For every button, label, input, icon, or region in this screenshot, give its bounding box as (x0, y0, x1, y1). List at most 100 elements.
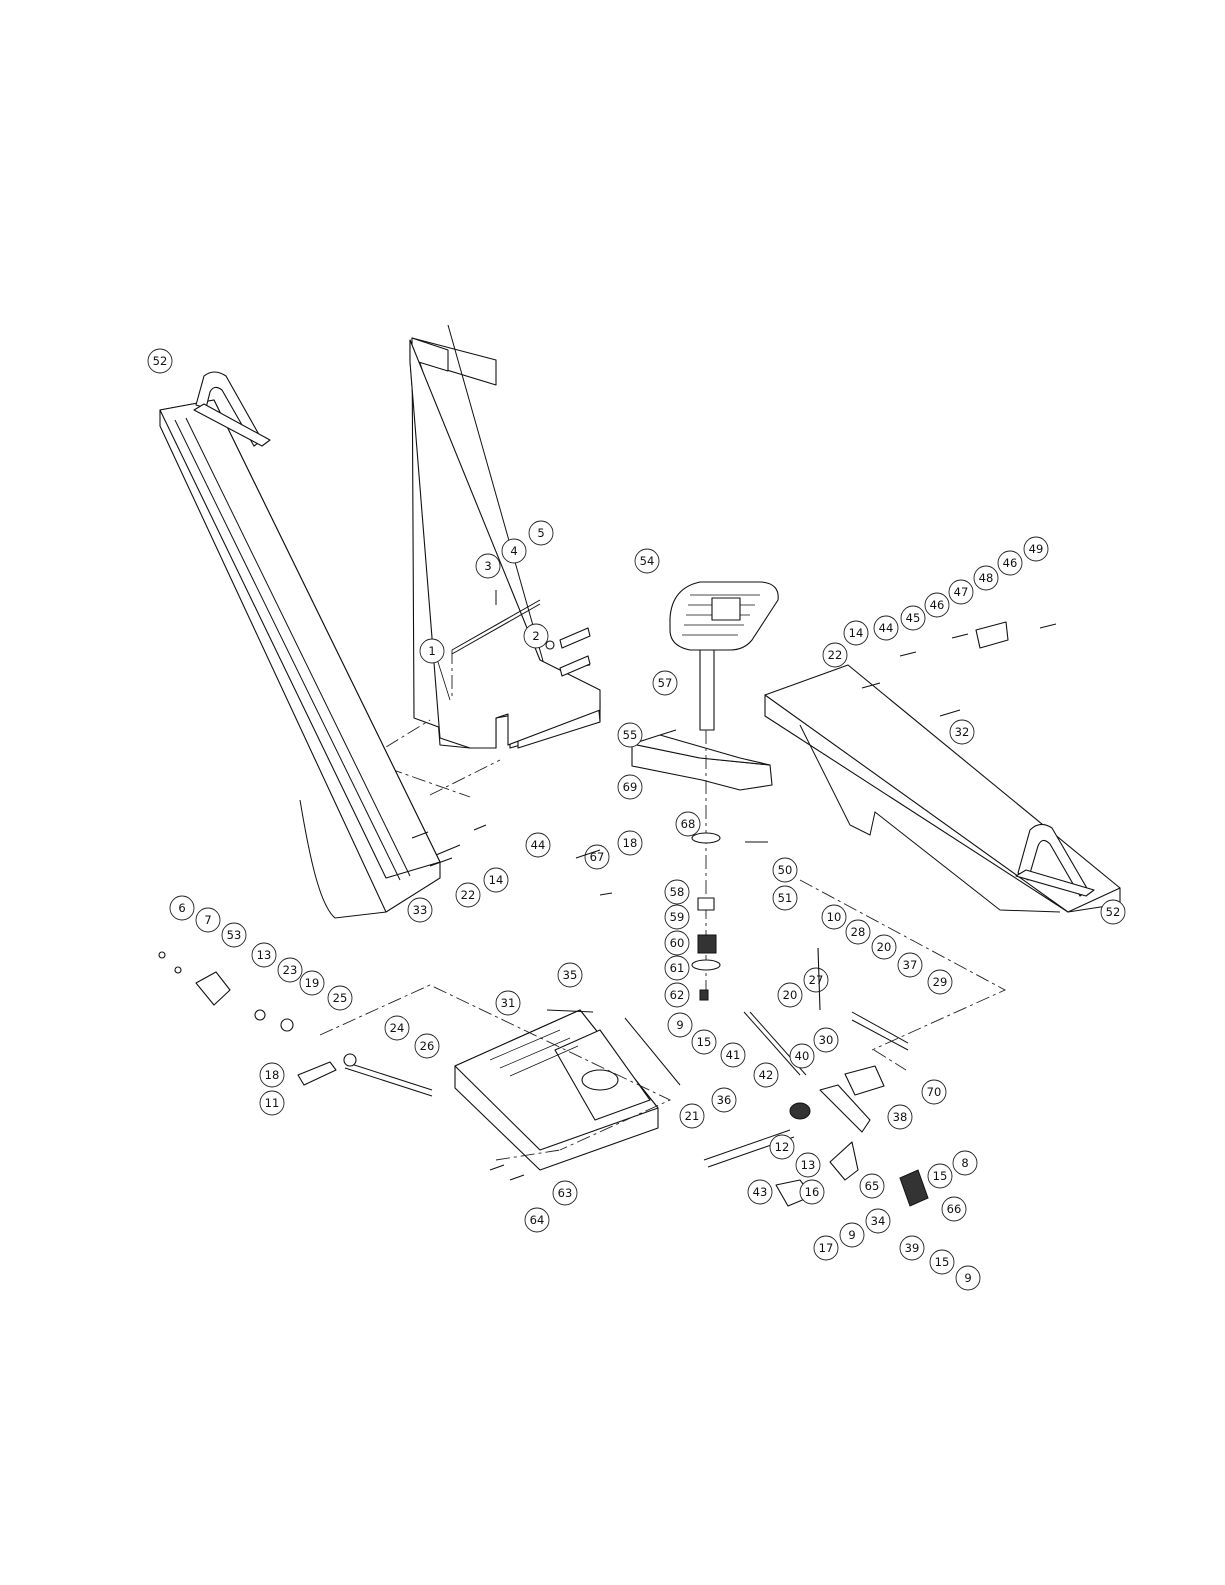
callout-17: 17 (814, 1236, 838, 1260)
part-33-infeed-table (160, 372, 440, 918)
svg-text:3: 3 (484, 559, 491, 573)
callout-64: 64 (525, 1208, 549, 1232)
part-54-handwheel-head (670, 582, 778, 650)
svg-text:64: 64 (530, 1213, 545, 1227)
svg-text:6: 6 (178, 901, 185, 915)
svg-text:55: 55 (623, 728, 638, 742)
svg-text:4: 4 (510, 544, 517, 558)
callout-25: 25 (328, 986, 352, 1010)
callout-14-left: 14 (484, 868, 508, 892)
callout-48: 48 (974, 566, 998, 590)
callout-40: 40 (790, 1044, 814, 1068)
svg-text:16: 16 (805, 1185, 820, 1199)
part-37-rod (852, 1012, 908, 1050)
callout-18: 18 (618, 831, 642, 855)
callout-13-left: 13 (252, 943, 276, 967)
callout-46a: 46 (925, 593, 949, 617)
callout-57: 57 (653, 671, 677, 695)
callout-49: 49 (1024, 537, 1048, 561)
svg-text:13: 13 (257, 948, 272, 962)
callout-18-left: 18 (260, 1063, 284, 1087)
callout-22: 22 (823, 643, 847, 667)
callout-39: 39 (900, 1236, 924, 1260)
callout-20a: 20 (872, 935, 896, 959)
callout-65: 65 (860, 1174, 884, 1198)
callout-9b: 9 (840, 1223, 864, 1247)
svg-text:36: 36 (717, 1093, 732, 1107)
svg-text:49: 49 (1029, 542, 1044, 556)
callout-35: 35 (558, 963, 582, 987)
svg-text:46: 46 (930, 598, 945, 612)
svg-text:20: 20 (783, 988, 798, 1002)
svg-text:53: 53 (227, 928, 242, 942)
callout-4: 4 (502, 539, 526, 563)
svg-text:40: 40 (795, 1049, 810, 1063)
svg-text:39: 39 (905, 1241, 920, 1255)
svg-text:27: 27 (809, 973, 824, 987)
svg-text:22: 22 (461, 888, 476, 902)
callout-9c: 9 (956, 1266, 980, 1290)
callout-9a: 9 (668, 1013, 692, 1037)
callout-14: 14 (844, 621, 868, 645)
callout-7: 7 (196, 908, 220, 932)
svg-text:67: 67 (590, 850, 605, 864)
svg-text:18: 18 (623, 836, 638, 850)
svg-text:51: 51 (778, 891, 793, 905)
svg-text:60: 60 (670, 936, 685, 950)
svg-text:2: 2 (532, 629, 539, 643)
svg-text:17: 17 (819, 1241, 834, 1255)
callout-43: 43 (748, 1180, 772, 1204)
svg-text:1: 1 (428, 644, 435, 658)
svg-text:8: 8 (961, 1156, 968, 1170)
callout-45: 45 (901, 606, 925, 630)
svg-text:7: 7 (204, 913, 211, 927)
callout-11: 11 (260, 1091, 284, 1115)
callout-44: 44 (874, 616, 898, 640)
callout-44-left: 44 (526, 833, 550, 857)
callout-66: 66 (942, 1197, 966, 1221)
svg-text:44: 44 (879, 621, 894, 635)
callout-2: 2 (524, 624, 548, 648)
callout-67: 67 (585, 845, 609, 869)
callout-6: 6 (170, 896, 194, 920)
callout-27: 27 (804, 968, 828, 992)
part-34-bracket (830, 1142, 858, 1180)
svg-text:18: 18 (265, 1068, 280, 1082)
svg-text:25: 25 (333, 991, 348, 1005)
svg-text:52: 52 (1106, 905, 1121, 919)
svg-text:13: 13 (801, 1158, 816, 1172)
svg-text:29: 29 (933, 975, 948, 989)
svg-text:65: 65 (865, 1179, 880, 1193)
callout-19: 19 (300, 971, 324, 995)
svg-text:45: 45 (906, 611, 921, 625)
callout-32: 32 (950, 720, 974, 744)
callout-22-left: 22 (456, 883, 480, 907)
part-32-outfeed-table (765, 665, 1120, 912)
svg-text:12: 12 (775, 1140, 790, 1154)
part-31-base (455, 1010, 658, 1170)
svg-text:42: 42 (759, 1068, 774, 1082)
svg-text:70: 70 (927, 1085, 942, 1099)
svg-text:14: 14 (849, 626, 864, 640)
svg-text:28: 28 (851, 925, 866, 939)
svg-text:23: 23 (283, 963, 298, 977)
part-39-knob (900, 1170, 928, 1206)
svg-text:26: 26 (420, 1039, 435, 1053)
svg-text:35: 35 (563, 968, 578, 982)
callout-8: 8 (953, 1151, 977, 1175)
callout-47: 47 (949, 580, 973, 604)
svg-text:43: 43 (753, 1185, 768, 1199)
svg-text:37: 37 (903, 958, 918, 972)
callout-28: 28 (846, 920, 870, 944)
callout-21: 21 (680, 1104, 704, 1128)
callout-34: 34 (866, 1209, 890, 1233)
callout-55: 55 (618, 723, 642, 747)
callout-42: 42 (754, 1063, 778, 1087)
callout-41: 41 (721, 1043, 745, 1067)
svg-text:69: 69 (623, 780, 638, 794)
callout-68: 68 (676, 812, 700, 836)
callout-61: 61 (665, 956, 689, 980)
callout-10: 10 (822, 905, 846, 929)
callout-15c: 15 (930, 1250, 954, 1274)
callout-53: 53 (222, 923, 246, 947)
